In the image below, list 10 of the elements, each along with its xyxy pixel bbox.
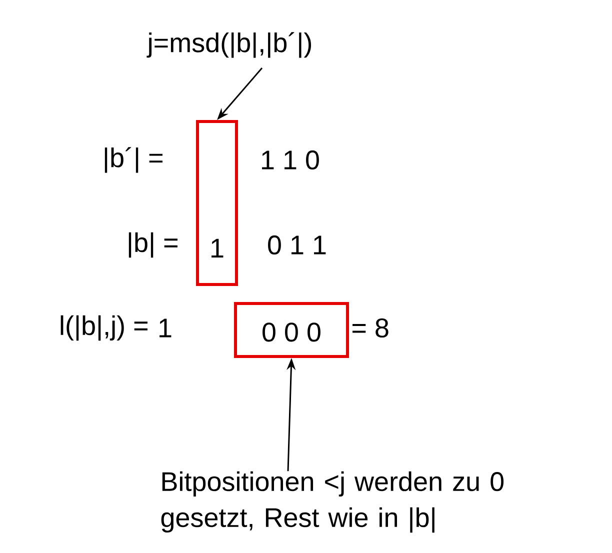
highlight-box: 0 0 0	[234, 302, 349, 358]
label-text: |b| =	[128, 232, 178, 258]
annotation-text: Bitpositionen <j werden zu 0 gesetzt, Rest wie in |b|	[161, 471, 504, 533]
label-text: 0 1 1	[268, 235, 326, 255]
label-text: 1 1 0	[262, 150, 319, 170]
label-text: l(|b|,j) =	[60, 315, 148, 341]
highlight-box: 1	[196, 120, 238, 286]
label-text: 1	[160, 318, 172, 338]
formula-text: j=msd(|b|,|b´|)	[146, 32, 312, 58]
label-text: |b´| =	[104, 147, 162, 173]
